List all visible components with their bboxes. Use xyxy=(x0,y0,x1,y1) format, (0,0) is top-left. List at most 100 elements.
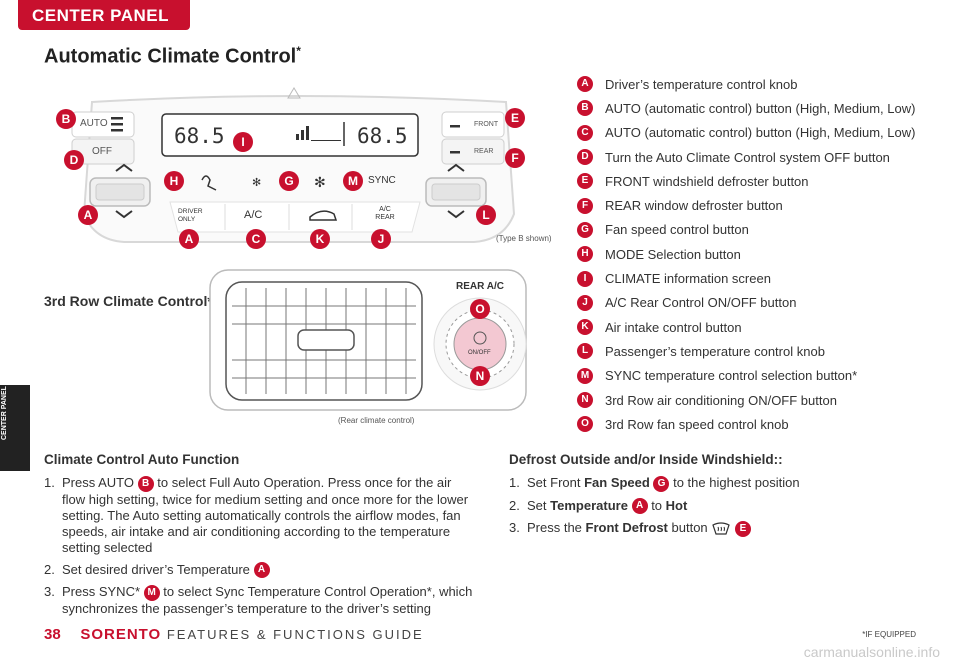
air-intake-icon xyxy=(309,210,338,221)
legend-badge: J xyxy=(577,294,593,311)
callout-d: D xyxy=(64,150,84,170)
rear-climate-diagram: REAR A/C ON/OFF O N (Rear climate contro… xyxy=(208,268,528,428)
step-text: to select Full Auto Operation. Press onc… xyxy=(62,475,469,555)
on-off-label: ON/OFF xyxy=(468,350,491,356)
defrost-section: Defrost Outside and/or Inside Windshield… xyxy=(509,452,929,543)
callout-k: K xyxy=(310,229,330,249)
legend-badge: I xyxy=(577,270,593,287)
off-label: OFF xyxy=(92,146,112,157)
step-text: to xyxy=(651,497,663,513)
legend-badge: L xyxy=(577,343,593,360)
legend-text: SYNC temperature control selection butto… xyxy=(605,368,858,384)
callout-a-strip: A xyxy=(179,229,199,249)
legend-text: Driver’s temperature control knob xyxy=(605,76,798,92)
legend-text: Fan speed control button xyxy=(605,222,749,238)
legend-text: AUTO (automatic control) button (High, M… xyxy=(605,125,916,141)
step-text: Press the xyxy=(527,520,582,536)
third-row-label: 3rd Row Climate Control* xyxy=(44,293,213,309)
rear-defrost-button xyxy=(441,138,505,165)
step-number: 1. xyxy=(44,475,55,490)
step-number: 1. xyxy=(509,475,520,490)
step-text: to select Sync Temperature Control Opera… xyxy=(62,584,473,616)
step-text: Set Front xyxy=(527,475,581,490)
panel-caption: (Type B shown) xyxy=(496,234,552,243)
legend-text: MODE Selection button xyxy=(605,246,741,262)
legend-item: M SYNC temperature control selection butt… xyxy=(577,364,947,388)
page-number: 38 xyxy=(44,626,61,643)
step-number: 2. xyxy=(44,561,55,577)
step-number: 3. xyxy=(509,520,520,536)
auto-function-heading: Climate Control Auto Function xyxy=(44,452,240,467)
callout-h: H xyxy=(164,171,184,191)
legend-text: Air intake control button xyxy=(605,319,742,335)
defrost-step-3: 3. Press the Front Defrost button E xyxy=(509,520,929,537)
legend-badge: M xyxy=(577,367,593,384)
inline-callout-b: B xyxy=(137,475,154,492)
step-text: Press SYNC* xyxy=(62,584,141,600)
legend-badge: K xyxy=(577,319,593,336)
callout-g: G xyxy=(279,171,299,191)
step-bold: Temperature xyxy=(550,497,628,513)
auto-label: AUTO xyxy=(80,118,108,129)
legend-badge: D xyxy=(577,149,593,166)
front-label: FRONT xyxy=(474,121,499,128)
legend-text: Turn the Auto Climate Control system OFF… xyxy=(605,149,890,165)
ac-rear-label: A/C REAR xyxy=(375,206,395,221)
callout-i: I xyxy=(233,132,253,152)
callout-c: C xyxy=(246,229,266,249)
step-text: button xyxy=(671,520,708,536)
step-number: 3. xyxy=(44,584,55,600)
page-title: Automatic Climate Control* xyxy=(44,44,301,69)
title-asterisk: * xyxy=(296,44,301,58)
legend-item: K Air intake control button xyxy=(577,315,947,339)
inline-callout-a: A xyxy=(253,562,270,579)
legend-text: CLIMATE information screen xyxy=(605,271,771,287)
rear-climate-drawing xyxy=(209,269,527,411)
front-defrost-button xyxy=(441,111,505,138)
temp-left-display: 68.5 xyxy=(174,124,225,148)
legend-badge: E xyxy=(577,173,593,190)
inline-callout-a: A xyxy=(631,498,648,515)
rear-ac-label: REAR A/C xyxy=(456,281,504,292)
rear-caption: (Rear climate control) xyxy=(338,416,415,425)
side-section-tab: CENTER PANEL xyxy=(0,385,30,471)
driver-only-label: DRIVER ONLY xyxy=(178,208,203,223)
legend-item: I CLIMATE information screen xyxy=(577,266,947,290)
step-text: Set xyxy=(527,497,547,513)
defrost-heading: Defrost Outside and/or Inside Windshield… xyxy=(509,452,783,467)
defrost-step-2: 2. Set Temperature A to Hot xyxy=(509,498,929,515)
section-tab: CENTER PANEL xyxy=(18,0,190,30)
footer-brand: SORENTO xyxy=(80,626,162,643)
legend-badge: F xyxy=(577,197,593,214)
hazard-icon xyxy=(287,87,301,99)
legend-item: N 3rd Row air conditioning ON/OFF button xyxy=(577,388,947,412)
step-text: to the highest position xyxy=(673,475,800,490)
watermark: carmanualsonline.info xyxy=(803,644,940,660)
callout-f: F xyxy=(505,148,525,168)
page-title-text: Automatic Climate Control xyxy=(44,45,297,68)
legend-badge: G xyxy=(577,221,593,238)
step-bold: Fan Speed xyxy=(584,475,650,490)
inline-callout-g: G xyxy=(653,475,670,492)
legend-text: 3rd Row air conditioning ON/OFF button xyxy=(605,392,837,408)
legend-badge: N xyxy=(577,392,593,408)
climate-info-screen xyxy=(161,113,419,157)
inline-callout-e: E xyxy=(734,520,751,537)
legend-text: 3rd Row fan speed control knob xyxy=(605,416,789,432)
sync-label: SYNC xyxy=(368,175,396,186)
legend-badge: B xyxy=(577,100,593,117)
ac-label: A/C xyxy=(244,209,263,221)
auto-step-1: 1. Press AUTO B to select Full Auto Oper… xyxy=(44,475,474,556)
legend-text: Passenger’s temperature control knob xyxy=(605,343,825,359)
callout-m: M xyxy=(343,171,363,191)
page-footer: 38 SORENTO FEATURES & FUNCTIONS GUIDE xyxy=(44,626,424,643)
callout-o: O xyxy=(470,299,490,319)
callout-n: N xyxy=(470,366,490,386)
step-text: Press AUTO xyxy=(62,475,135,490)
